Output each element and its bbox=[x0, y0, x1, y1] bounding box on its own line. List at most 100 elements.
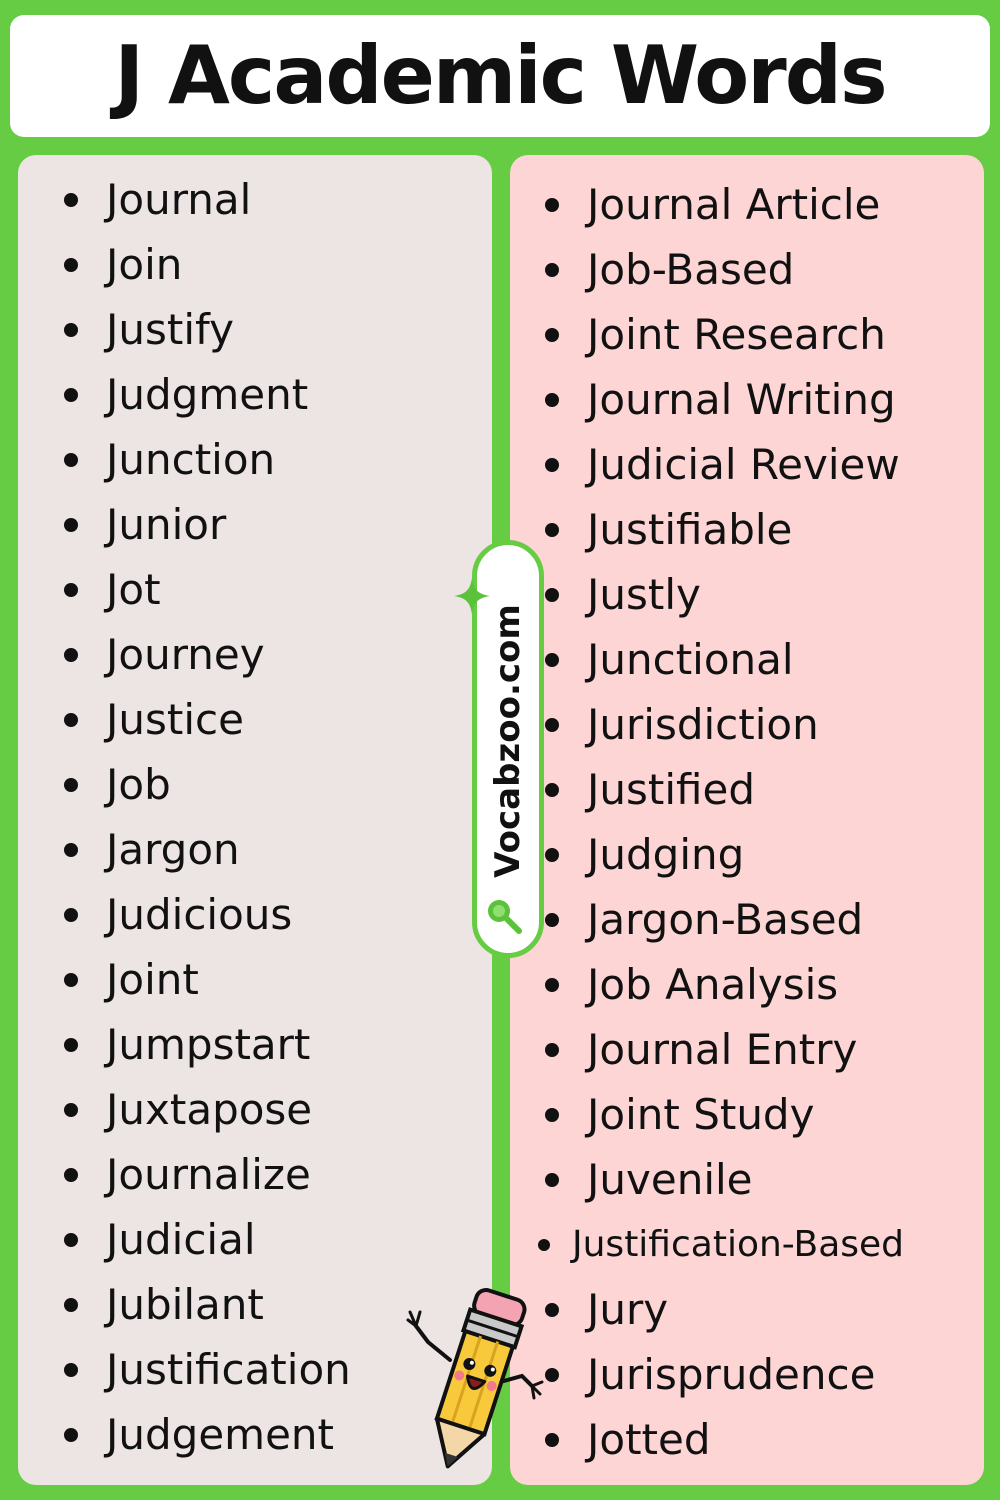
bullet-icon bbox=[545, 782, 559, 797]
bullet-icon bbox=[64, 452, 78, 467]
word-item: Journal Entry bbox=[510, 1017, 984, 1082]
page-title: J Academic Words bbox=[114, 29, 887, 122]
bullet-icon bbox=[538, 1238, 550, 1251]
sparkle-icon bbox=[454, 578, 490, 614]
bullet-icon bbox=[545, 457, 559, 472]
bullet-icon bbox=[64, 1037, 78, 1052]
word-item: Judgment bbox=[18, 362, 492, 427]
bullet-icon bbox=[64, 1297, 78, 1312]
word-item: Journal Article bbox=[510, 172, 984, 237]
word-text: Junior bbox=[106, 500, 227, 549]
bullet-icon bbox=[64, 972, 78, 987]
bullet-icon bbox=[64, 1167, 78, 1182]
word-text: Jubilant bbox=[106, 1280, 264, 1329]
word-text: Jury bbox=[587, 1285, 669, 1334]
word-item: Jot bbox=[18, 557, 492, 622]
word-text: Junctional bbox=[587, 635, 794, 684]
bullet-icon bbox=[545, 912, 559, 927]
word-text: Juxtapose bbox=[106, 1085, 313, 1134]
word-item: Juxtapose bbox=[18, 1077, 492, 1142]
word-text: Judicious bbox=[106, 890, 293, 939]
word-item: Justifiable bbox=[510, 497, 984, 562]
bullet-icon bbox=[545, 977, 559, 992]
title-bar: J Academic Words bbox=[10, 15, 990, 137]
word-text: Journal Entry bbox=[587, 1025, 858, 1074]
pencil-mascot-icon bbox=[406, 1287, 544, 1469]
word-item: Justification-Based bbox=[510, 1212, 984, 1277]
word-text: Journal Article bbox=[587, 180, 881, 229]
watermark-text: Vocabzoo.com bbox=[488, 604, 528, 878]
bullet-icon bbox=[545, 1107, 559, 1122]
word-item: Judicial Review bbox=[510, 432, 984, 497]
word-text: Junction bbox=[106, 435, 276, 484]
word-text: Jot bbox=[106, 565, 161, 614]
word-item: Jury bbox=[510, 1277, 984, 1342]
word-text: Juvenile bbox=[587, 1155, 753, 1204]
word-text: Jurisprudence bbox=[587, 1350, 876, 1399]
bullet-icon bbox=[64, 192, 78, 207]
word-item: Jubilant bbox=[18, 1272, 492, 1337]
word-text: Job bbox=[106, 760, 171, 809]
bullet-icon bbox=[545, 327, 559, 342]
word-text: Journal bbox=[106, 175, 252, 224]
word-item: Junction bbox=[18, 427, 492, 492]
word-item: Job-Based bbox=[510, 237, 984, 302]
bullet-icon bbox=[64, 777, 78, 792]
word-item: Jumpstart bbox=[18, 1012, 492, 1077]
bullet-icon bbox=[545, 262, 559, 277]
bullet-icon bbox=[64, 517, 78, 532]
bullet-icon bbox=[545, 652, 559, 667]
word-item: Journal Writing bbox=[510, 367, 984, 432]
bullet-icon bbox=[64, 842, 78, 857]
word-item: Junctional bbox=[510, 627, 984, 692]
bullet-icon bbox=[545, 522, 559, 537]
word-text: Join bbox=[106, 240, 183, 289]
word-item: Jargon-Based bbox=[510, 887, 984, 952]
word-text: Justification-Based bbox=[572, 1224, 905, 1265]
word-item: Joint Research bbox=[510, 302, 984, 367]
word-item: Justice bbox=[18, 687, 492, 752]
word-text: Justified bbox=[587, 765, 755, 814]
word-item: Jotted bbox=[510, 1407, 984, 1472]
bullet-icon bbox=[64, 387, 78, 402]
word-text: Jotted bbox=[587, 1415, 711, 1464]
bullet-icon bbox=[64, 257, 78, 272]
word-item: Jargon bbox=[18, 817, 492, 882]
magnifier-icon bbox=[488, 900, 522, 934]
bullet-icon bbox=[545, 717, 559, 732]
word-item: Joint Study bbox=[510, 1082, 984, 1147]
word-item: Justified bbox=[510, 757, 984, 822]
word-text: Judgment bbox=[106, 370, 309, 419]
word-text: Jargon bbox=[106, 825, 240, 874]
word-item: Judging bbox=[510, 822, 984, 887]
bullet-icon bbox=[64, 1232, 78, 1247]
word-text: Jumpstart bbox=[106, 1020, 311, 1069]
word-item: Journey bbox=[18, 622, 492, 687]
bullet-icon bbox=[545, 847, 559, 862]
word-text: Joint bbox=[106, 955, 199, 1004]
word-text: Joint Study bbox=[587, 1090, 815, 1139]
bullet-icon bbox=[545, 1302, 559, 1317]
word-item: Justify bbox=[18, 297, 492, 362]
bullet-icon bbox=[64, 1427, 78, 1442]
word-text: Judging bbox=[587, 830, 745, 879]
word-text: Journey bbox=[106, 630, 265, 679]
word-text: Justify bbox=[106, 305, 234, 354]
word-item: Judicious bbox=[18, 882, 492, 947]
word-item: Join bbox=[18, 232, 492, 297]
word-item: Journalize bbox=[18, 1142, 492, 1207]
word-text: Justifiable bbox=[587, 505, 793, 554]
word-text: Joint Research bbox=[587, 310, 886, 359]
word-item: Jurisdiction bbox=[510, 692, 984, 757]
word-text: Jurisdiction bbox=[587, 700, 819, 749]
word-item: Jurisprudence bbox=[510, 1342, 984, 1407]
bullet-icon bbox=[545, 1042, 559, 1057]
bullet-icon bbox=[545, 197, 559, 212]
word-text: Justification bbox=[106, 1345, 351, 1394]
word-text: Judicial Review bbox=[587, 440, 900, 489]
bullet-icon bbox=[545, 392, 559, 407]
